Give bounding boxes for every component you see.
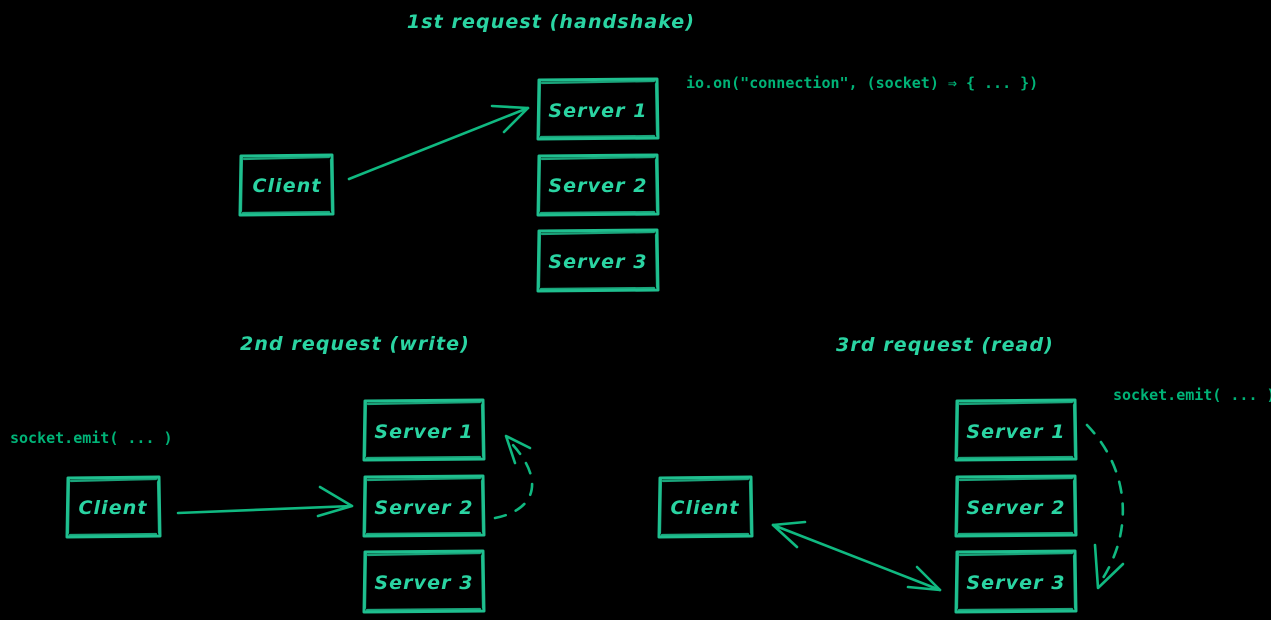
client-box-write[interactable]: Client (65, 475, 162, 539)
code-label-io-on: io.on("connection", (socket) ⇒ { ... }) (686, 74, 1038, 92)
server2-box-write[interactable]: Server 2 (362, 474, 486, 538)
server3-label-read: Server 3 (966, 572, 1065, 594)
client-label-read: Client (670, 497, 739, 519)
server3-label-write: Server 3 (374, 572, 473, 594)
arrow-client-server3-read (771, 520, 942, 592)
server2-box-handshake[interactable]: Server 2 (536, 153, 660, 217)
server2-label-read: Server 2 (966, 497, 1065, 519)
section-title-write: 2nd request (write) (240, 333, 470, 355)
server1-box-handshake[interactable]: Server 1 (536, 77, 660, 141)
server2-box-read[interactable]: Server 2 (954, 474, 1078, 538)
arrow-server2-to-server1-write (493, 434, 534, 520)
server1-label-write: Server 1 (374, 421, 473, 443)
server3-box-read[interactable]: Server 3 (954, 549, 1078, 614)
section-title-read: 3rd request (read) (836, 334, 1054, 356)
arrow-client-to-server2-write (176, 485, 354, 518)
server1-label-handshake: Server 1 (548, 100, 647, 122)
server1-box-write[interactable]: Server 1 (362, 398, 486, 462)
section-title-handshake: 1st request (handshake) (407, 11, 695, 33)
client-label-handshake: Client (252, 175, 321, 197)
code-label-socket-emit-read: socket.emit( ... ) (1113, 386, 1271, 404)
server2-label-handshake: Server 2 (548, 175, 647, 197)
server1-box-read[interactable]: Server 1 (954, 398, 1078, 462)
code-label-socket-emit-write: socket.emit( ... ) (10, 429, 173, 447)
server1-label-read: Server 1 (966, 421, 1065, 443)
client-box-read[interactable]: Client (657, 475, 754, 539)
client-box-handshake[interactable]: Client (238, 153, 335, 217)
client-label-write: Client (78, 497, 147, 519)
server3-box-handshake[interactable]: Server 3 (536, 228, 660, 293)
server3-label-handshake: Server 3 (548, 251, 647, 273)
arrow-client-to-server1-handshake (347, 104, 530, 181)
arrow-server1-to-server3-read (1085, 423, 1125, 590)
server2-label-write: Server 2 (374, 497, 473, 519)
server3-box-write[interactable]: Server 3 (362, 549, 486, 614)
